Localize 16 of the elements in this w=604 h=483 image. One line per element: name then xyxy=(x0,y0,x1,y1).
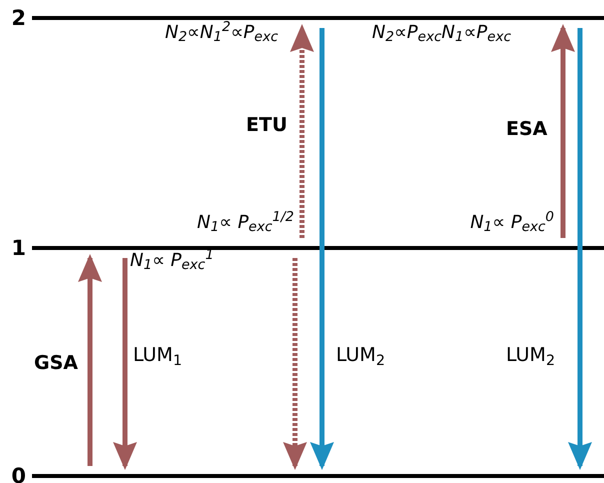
arrow xyxy=(113,258,137,470)
arrow xyxy=(78,254,102,466)
arrow xyxy=(310,28,334,470)
arrow xyxy=(568,28,592,470)
arrow xyxy=(283,258,307,470)
edge-label: ESA xyxy=(506,120,548,139)
edge-label: LUM$_{2}$ xyxy=(336,346,386,365)
level-number: 2 xyxy=(10,8,27,28)
arrow xyxy=(290,24,314,238)
level-number: 1 xyxy=(10,238,27,258)
edge-label: ETU xyxy=(246,116,288,135)
edge-label: LUM$_{1}$ xyxy=(133,346,182,365)
arrow xyxy=(551,24,575,238)
edge-label: LUM$_{2}$ xyxy=(506,346,556,365)
edge-label: GSA xyxy=(34,354,78,373)
level-number: 0 xyxy=(10,466,27,483)
